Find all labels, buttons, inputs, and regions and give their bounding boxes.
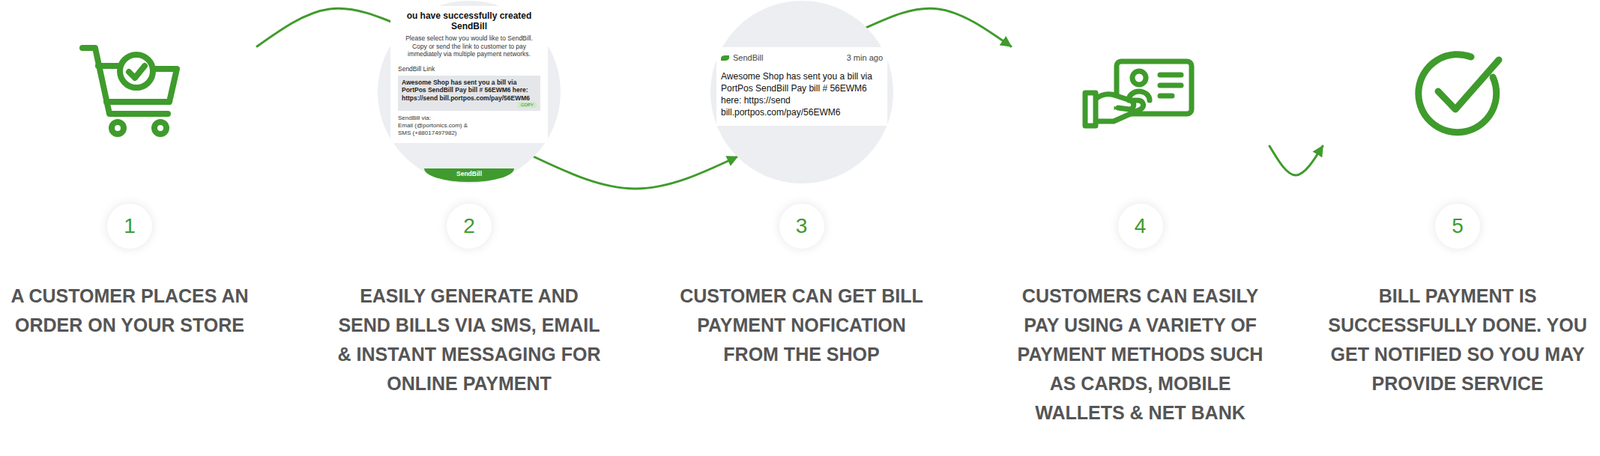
cart-icon [82,47,177,135]
number-circle: 5 [1435,203,1481,249]
notification-header: SendBill3 min ago [720,53,883,63]
done-circle [1418,54,1497,133]
copy-button: COPY [517,101,537,108]
card-lines [1160,74,1182,96]
step-number: 4 [1134,215,1147,238]
step-column: 5BILL PAYMENT IS SUCCESSFULLY DONE. YOU … [1322,0,1593,399]
send-button: SendBill [424,168,515,180]
cart-basket [98,62,119,69]
step-caption: CUSTOMER CAN GET BILL PAYMENT NOFICATION… [672,281,931,370]
notification-time: 3 min ago [846,53,883,63]
caption-block: A CUSTOMER PLACES AN ORDER ON YOUR STORE [2,281,258,341]
paragraph-block: Please select how you would like to Send… [397,34,541,59]
step-column: 4CUSTOMERS CAN EASILY PAY USING A VARIET… [1010,0,1270,428]
send-via-text: SendBill via: [397,114,541,123]
label-block: SendBill Link [397,65,541,74]
card-person [1132,71,1146,85]
cart-wheel [111,122,124,135]
number-circle: 2 [446,203,492,249]
done-icon [1418,54,1499,133]
notification-body: Awesome Shop has sent you a bill via Por… [720,70,883,119]
curved-arrow [1269,146,1323,176]
step-column: 1 A CUSTOMER PLACES AN ORDER ON YOUR STOR… [2,0,258,341]
cart-wheel [154,122,167,135]
link-text: Awesome Shop has sent you a bill via Por… [401,78,537,103]
screen-paragraph: Please select how you would like to Send… [397,34,541,59]
screenshot-circle: ou have successfully created SendBillPle… [377,0,561,184]
curved-arrow [866,8,1011,47]
step-caption: CUSTOMERS CAN EASILY PAY USING A VARIETY… [1010,281,1270,428]
caption-block: CUSTOMER CAN GET BILL PAYMENT NOFICATION… [672,281,931,370]
link-box: Awesome Shop has sent you a bill via Por… [397,75,541,112]
curved-arrow [533,156,737,189]
hand-cuff [1085,92,1096,126]
screen-title: ou have successfully created SendBill [397,10,541,32]
step-number: 1 [123,215,136,238]
step-caption: BILL PAYMENT IS SUCCESSFULLY DONE. YOU G… [1322,281,1593,399]
curved-arrow [257,8,405,47]
app-name: SendBill [732,53,847,63]
step-number: 2 [463,215,476,238]
step-column: 2EASILY GENERATE AND SEND BILLS VIA SMS,… [334,0,605,399]
caption-block: BILL PAYMENT IS SUCCESSFULLY DONE. YOU G… [1322,281,1593,399]
notification-message: Awesome Shop has sent you a bill via Por… [720,70,883,119]
phone-card: ou have successfully created SendBillPle… [390,5,548,144]
app-logo [720,55,730,61]
step-column: 3CUSTOMER CAN GET BILL PAYMENT NOFICATIO… [672,0,931,370]
step-number: 3 [795,215,808,238]
number-circle: 4 [1118,203,1164,249]
done-check [1438,59,1499,110]
step-caption: A CUSTOMER PLACES AN ORDER ON YOUR STORE [2,281,258,341]
illustration-space [1010,0,1270,204]
number-circle: 3 [779,203,825,249]
send-via-text: Email (@portonics.com) & [397,122,541,130]
id-card [1116,61,1192,114]
green-button: SendBill [424,168,515,183]
notification-band: SendBill3 min agoAwesome Shop has sent y… [716,47,888,126]
check-badge [119,54,153,88]
hand [1095,94,1143,122]
number-circle: 1 [107,203,153,249]
check-mark [128,65,145,78]
caption-block: EASILY GENERATE AND SEND BILLS VIA SMS, … [334,281,605,399]
illustration-space [1322,0,1593,204]
screen-label: SendBill Link [397,65,541,74]
caption-block: CUSTOMERS CAN EASILY PAY USING A VARIETY… [1010,281,1270,428]
step-number: 5 [1451,215,1464,238]
illustration-space [2,0,258,204]
title-block: ou have successfully created SendBill [397,10,541,32]
step-caption: EASILY GENERATE AND SEND BILLS VIA SMS, … [334,281,605,399]
card-hand-icon [1085,61,1192,126]
notification-circle: SendBill3 min agoAwesome Shop has sent y… [710,0,894,184]
via-block: SendBill via:Email (@portonics.com) &SMS… [397,114,541,138]
send-via-text: SMS (+88017497982) [397,129,541,138]
